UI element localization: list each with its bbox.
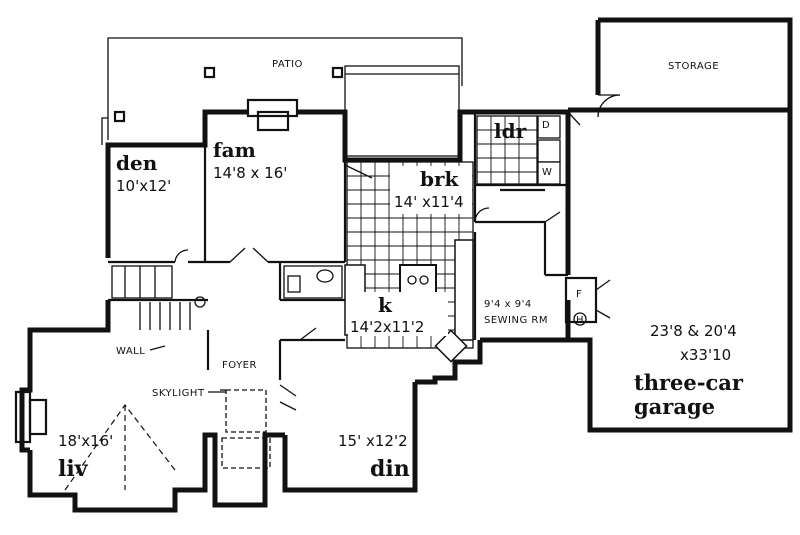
liv-size: 18'x16' bbox=[58, 432, 113, 450]
sewing-label: SEWING RM bbox=[484, 315, 548, 326]
exterior-walls bbox=[19, 109, 568, 513]
breakfast-bay bbox=[344, 65, 460, 157]
brk-size: 14' x11'4 bbox=[394, 193, 464, 211]
garage-name-1: three-car bbox=[634, 370, 744, 395]
kitchen-island bbox=[344, 239, 474, 363]
heater-symbol: H bbox=[576, 315, 584, 326]
storage-room bbox=[595, 17, 793, 118]
stairs bbox=[111, 265, 206, 330]
garage-name-2: garage bbox=[634, 394, 715, 419]
patio-outline bbox=[101, 37, 463, 145]
den-label: den bbox=[116, 151, 158, 175]
fireplace-fam bbox=[246, 98, 299, 132]
fam-size: 14'8 x 16' bbox=[213, 164, 287, 182]
k-label: k bbox=[378, 293, 393, 317]
laundry-appliances bbox=[537, 115, 561, 185]
wall-leader bbox=[149, 345, 166, 351]
door-swings bbox=[174, 111, 611, 411]
washer-symbol: W bbox=[542, 167, 552, 178]
din-label: din bbox=[370, 456, 410, 482]
skylight-label: SKYLIGHT bbox=[152, 388, 205, 399]
liv-label: liv bbox=[58, 456, 89, 482]
k-label-bg bbox=[348, 292, 448, 336]
patio-label: PATIO bbox=[272, 59, 303, 70]
dryer-symbol: D bbox=[542, 120, 550, 131]
k-size: 14'2x11'2 bbox=[350, 318, 424, 336]
garage-size-1: 23'8 & 20'4 bbox=[650, 322, 737, 340]
storage-label: STORAGE bbox=[668, 61, 719, 72]
sewing-size: 9'4 x 9'4 bbox=[484, 299, 532, 310]
wall-label: WALL bbox=[116, 346, 145, 357]
den-size: 10'x12' bbox=[116, 177, 171, 195]
fireplace-liv bbox=[14, 390, 48, 444]
living-vault-lines bbox=[64, 403, 176, 491]
garage-size-2: x33'10 bbox=[680, 346, 731, 364]
garage-walls bbox=[564, 107, 793, 433]
powder-room bbox=[283, 265, 343, 299]
skylight-outline bbox=[220, 389, 271, 469]
interior-walls bbox=[108, 112, 568, 380]
din-size: 15' x12'2 bbox=[338, 432, 408, 450]
brk-label-bg bbox=[390, 166, 472, 214]
foyer-label: FOYER bbox=[222, 360, 257, 371]
ldr-label: ldr bbox=[494, 119, 527, 143]
furnace-symbol: F bbox=[576, 289, 582, 300]
fam-label: fam bbox=[213, 138, 256, 162]
brk-label: brk bbox=[420, 167, 460, 191]
